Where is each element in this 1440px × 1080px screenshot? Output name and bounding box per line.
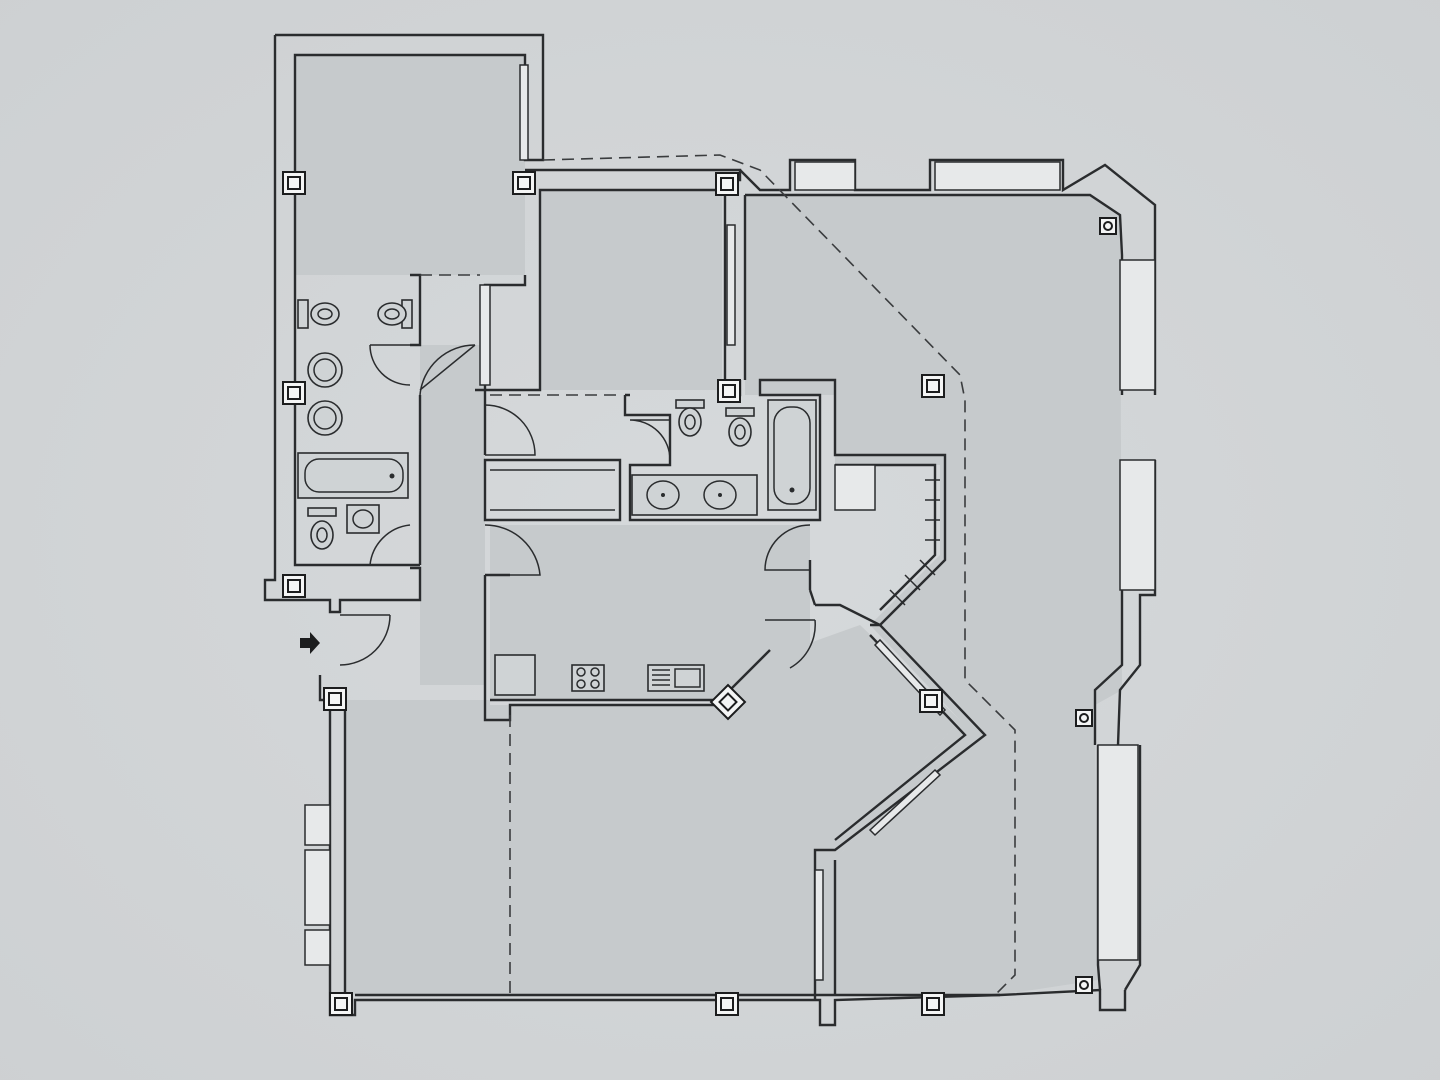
hallway-fill <box>420 345 485 685</box>
column-icon <box>715 172 739 196</box>
cupboard-living <box>834 464 876 511</box>
column-icon <box>709 683 747 721</box>
window-middle-bedroom <box>726 224 736 346</box>
column-icon <box>512 171 536 195</box>
walls <box>263 33 1157 1027</box>
living-room-fill <box>745 195 1122 995</box>
bathtub-icon <box>297 452 409 499</box>
windows <box>304 64 1156 981</box>
wall-angled-bay <box>813 603 987 1000</box>
window-east-3 <box>1097 744 1139 961</box>
bathtub-icon <box>767 399 817 511</box>
wall-hallway-west <box>410 273 422 565</box>
window-bay-south <box>868 768 942 837</box>
wall-kitchen-east <box>808 560 817 606</box>
fixtures <box>297 299 817 550</box>
entrance-arrow-icon <box>300 632 320 654</box>
door-kitchen-east <box>764 524 811 571</box>
fridge-icon <box>494 654 536 696</box>
window-west-2 <box>304 849 331 926</box>
door-bath-north <box>369 344 411 386</box>
dining-room-fill <box>345 625 960 995</box>
wall-storage-cupboard <box>483 458 622 522</box>
bedroom-north-fill <box>295 55 525 275</box>
wall-bedroom-divider <box>723 190 747 380</box>
window-dining-bay <box>814 869 824 981</box>
dashed-lines <box>420 154 1016 996</box>
column-icon <box>921 374 945 398</box>
window-north-1 <box>794 161 856 191</box>
basin-icon <box>631 474 758 516</box>
column-icon <box>329 992 353 1016</box>
basin-icon <box>346 504 380 534</box>
wall-north-east <box>739 158 1157 255</box>
window-east-2 <box>1119 459 1156 591</box>
stair-treads <box>889 479 940 606</box>
basin-icon <box>307 400 343 436</box>
window-north-bedroom <box>519 64 529 161</box>
toilet-icon <box>725 407 755 447</box>
door-bedroom-middle <box>484 404 536 456</box>
hob-icon <box>571 664 605 692</box>
wall-north-east-inner <box>745 193 1124 256</box>
door-entrance <box>339 614 391 666</box>
bedroom-middle-fill <box>540 190 722 390</box>
wall-central-north <box>483 168 742 392</box>
door-dining <box>765 619 816 669</box>
window-east-1 <box>1119 259 1156 391</box>
column-icon <box>1075 976 1093 994</box>
toilet-icon <box>307 507 337 550</box>
column-icon <box>921 992 945 1016</box>
wall-hallway-east <box>475 388 487 455</box>
window-north-2 <box>934 161 1061 191</box>
column-icon <box>282 381 306 405</box>
column-icon <box>282 171 306 195</box>
kitchen-fixtures <box>494 654 705 696</box>
cupboard-shelves <box>490 469 615 511</box>
column-icon <box>919 689 943 713</box>
door-wc <box>369 524 411 566</box>
wall-living-inner <box>835 463 937 611</box>
window-west-3 <box>304 929 331 966</box>
door-bedroom-north <box>419 344 476 396</box>
columns <box>282 171 1117 1016</box>
toilet-icon <box>297 299 340 329</box>
column-icon <box>282 574 306 598</box>
door-bathroom <box>629 419 671 461</box>
column-icon <box>1099 217 1117 235</box>
dashed-terrace-outline <box>542 154 1016 996</box>
doors <box>339 344 816 669</box>
basin-icon <box>307 352 343 388</box>
toilet-icon <box>377 299 413 329</box>
column-icon <box>323 687 347 711</box>
wall-west-wing <box>263 35 422 614</box>
column-icon <box>717 379 741 403</box>
wall-bathroom-block <box>623 378 947 627</box>
column-icon <box>1075 709 1093 727</box>
column-icon <box>715 992 739 1016</box>
kitchen-sink-icon <box>647 664 705 692</box>
door-kitchen-west <box>484 524 541 576</box>
window-west-1 <box>304 804 331 846</box>
window-hallway <box>479 284 491 386</box>
toilet-icon <box>675 399 705 437</box>
